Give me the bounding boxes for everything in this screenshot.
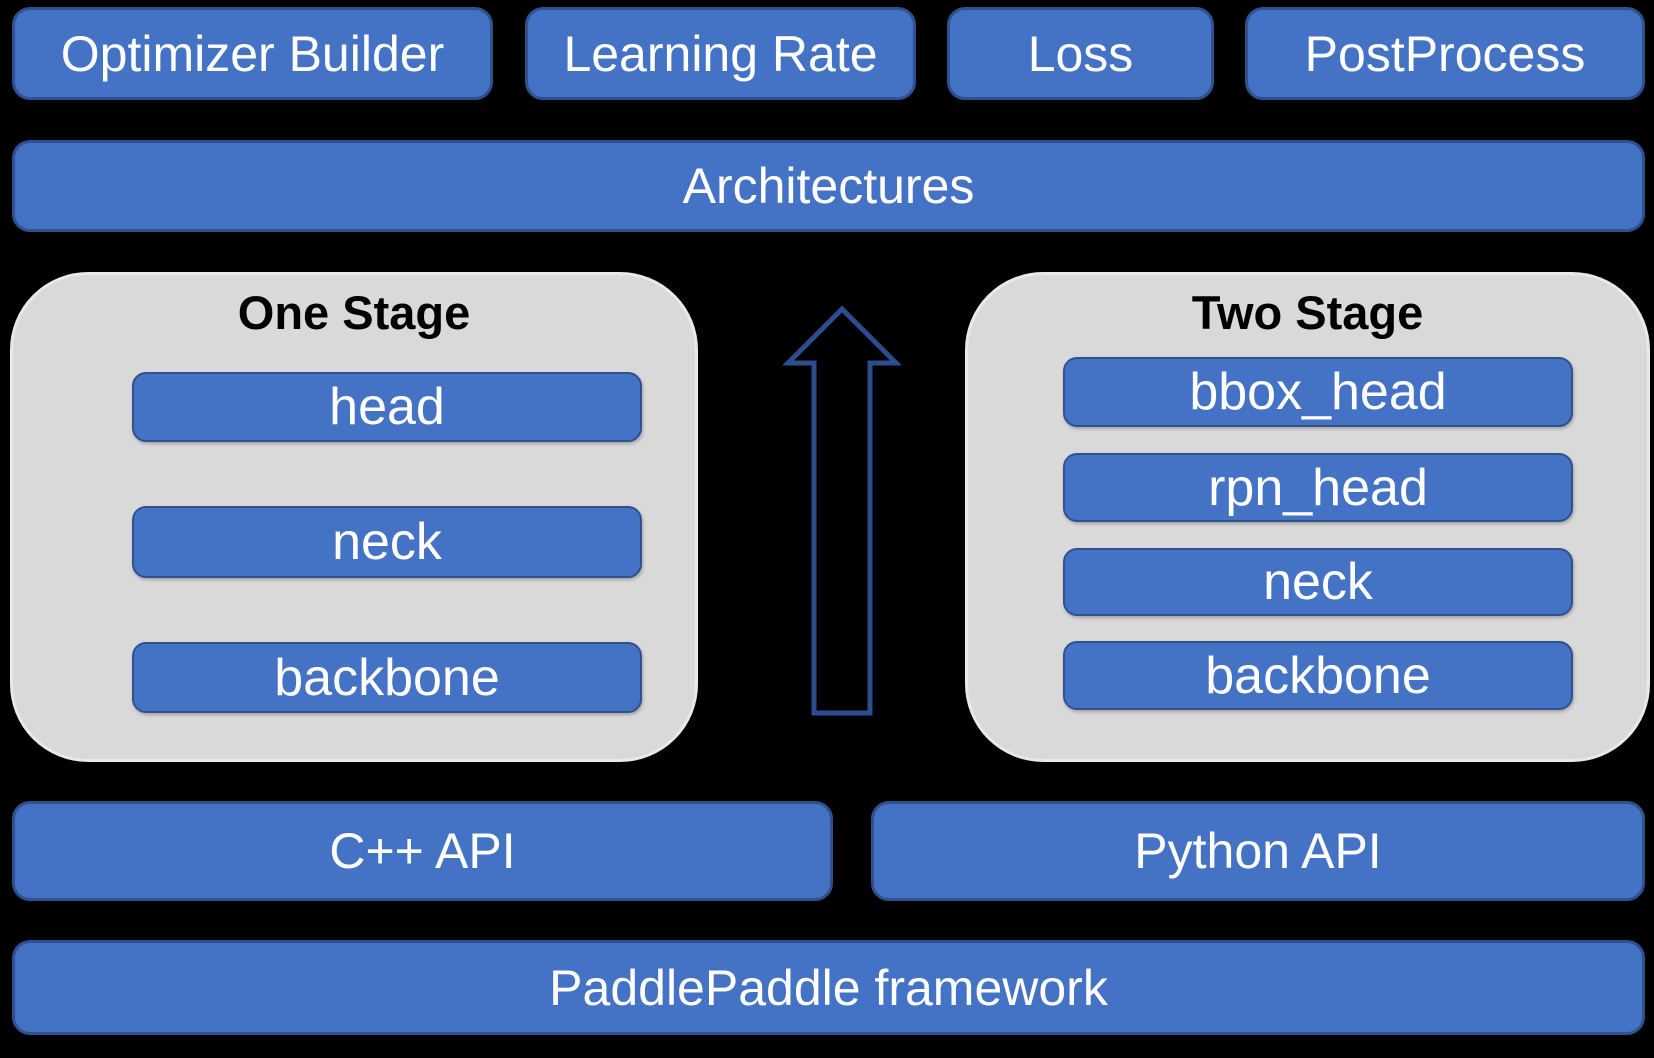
optimizer-builder-label: Optimizer Builder	[60, 25, 445, 82]
learning-rate-box: Learning Rate	[525, 7, 916, 100]
paddlepaddle-framework-bar: PaddlePaddle framework	[12, 940, 1645, 1035]
cpp-api-box: C++ API	[12, 801, 833, 901]
two-stage-neck-label: neck	[1263, 553, 1373, 611]
architectures-label: Architectures	[682, 158, 975, 214]
learning-rate-label: Learning Rate	[563, 25, 878, 82]
one-stage-head-label: head	[329, 378, 445, 436]
two-stage-bbox-head-label: bbox_head	[1189, 363, 1447, 421]
two-stage-neck-box: neck	[1063, 548, 1573, 616]
one-stage-head-box: head	[132, 372, 642, 442]
cpp-api-label: C++ API	[329, 823, 516, 879]
one-stage-title: One Stage	[237, 286, 471, 339]
paddlepaddle-framework-label: PaddlePaddle framework	[549, 959, 1108, 1016]
two-stage-title: Two Stage	[1191, 286, 1424, 339]
postprocess-label: PostProcess	[1304, 25, 1586, 82]
one-stage-neck-box: neck	[132, 506, 642, 578]
one-stage-backbone-box: backbone	[132, 642, 642, 713]
up-arrow-icon	[781, 305, 903, 717]
one-stage-panel: One Stage head neck backbone	[10, 272, 698, 762]
optimizer-builder-box: Optimizer Builder	[12, 7, 493, 100]
two-stage-backbone-label: backbone	[1205, 646, 1431, 705]
architectures-bar: Architectures	[12, 140, 1645, 232]
loss-box: Loss	[947, 7, 1214, 100]
two-stage-panel: Two Stage bbox_head rpn_head neck backbo…	[965, 272, 1650, 762]
two-stage-bbox-head-box: bbox_head	[1063, 357, 1573, 427]
two-stage-rpn-head-box: rpn_head	[1063, 453, 1573, 522]
two-stage-backbone-box: backbone	[1063, 641, 1573, 710]
python-api-box: Python API	[871, 801, 1645, 901]
postprocess-box: PostProcess	[1245, 7, 1645, 100]
loss-label: Loss	[1027, 25, 1134, 82]
python-api-label: Python API	[1134, 823, 1382, 879]
one-stage-neck-label: neck	[332, 513, 442, 571]
two-stage-rpn-head-label: rpn_head	[1208, 458, 1428, 517]
one-stage-backbone-label: backbone	[274, 648, 500, 707]
